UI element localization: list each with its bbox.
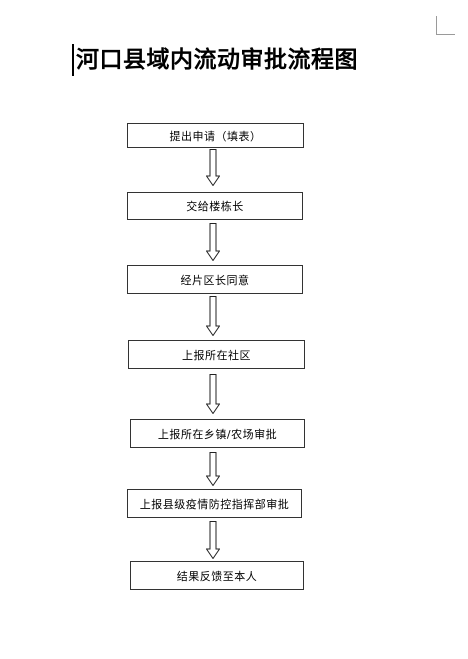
flow-step-3: 经片区长同意 [127,265,303,294]
text-cursor [72,44,74,76]
down-arrow-icon [206,521,220,559]
flow-step-5: 上报所在乡镇/农场审批 [130,419,305,448]
down-arrow-icon [206,149,220,186]
down-arrow-icon [206,296,220,336]
down-arrow-icon [206,452,220,486]
page-title: 河口县域内流动审批流程图 [76,46,358,73]
down-arrow-icon [206,223,220,261]
flow-step-2: 交给楼栋长 [127,192,303,220]
flow-step-7: 结果反馈至本人 [130,561,304,590]
flow-step-6: 上报县级疫情防控指挥部审批 [127,489,302,518]
page-corner-mark [436,16,455,35]
flow-step-1: 提出申请（填表） [127,123,304,148]
flow-step-4: 上报所在社区 [128,340,305,369]
down-arrow-icon [206,374,220,414]
